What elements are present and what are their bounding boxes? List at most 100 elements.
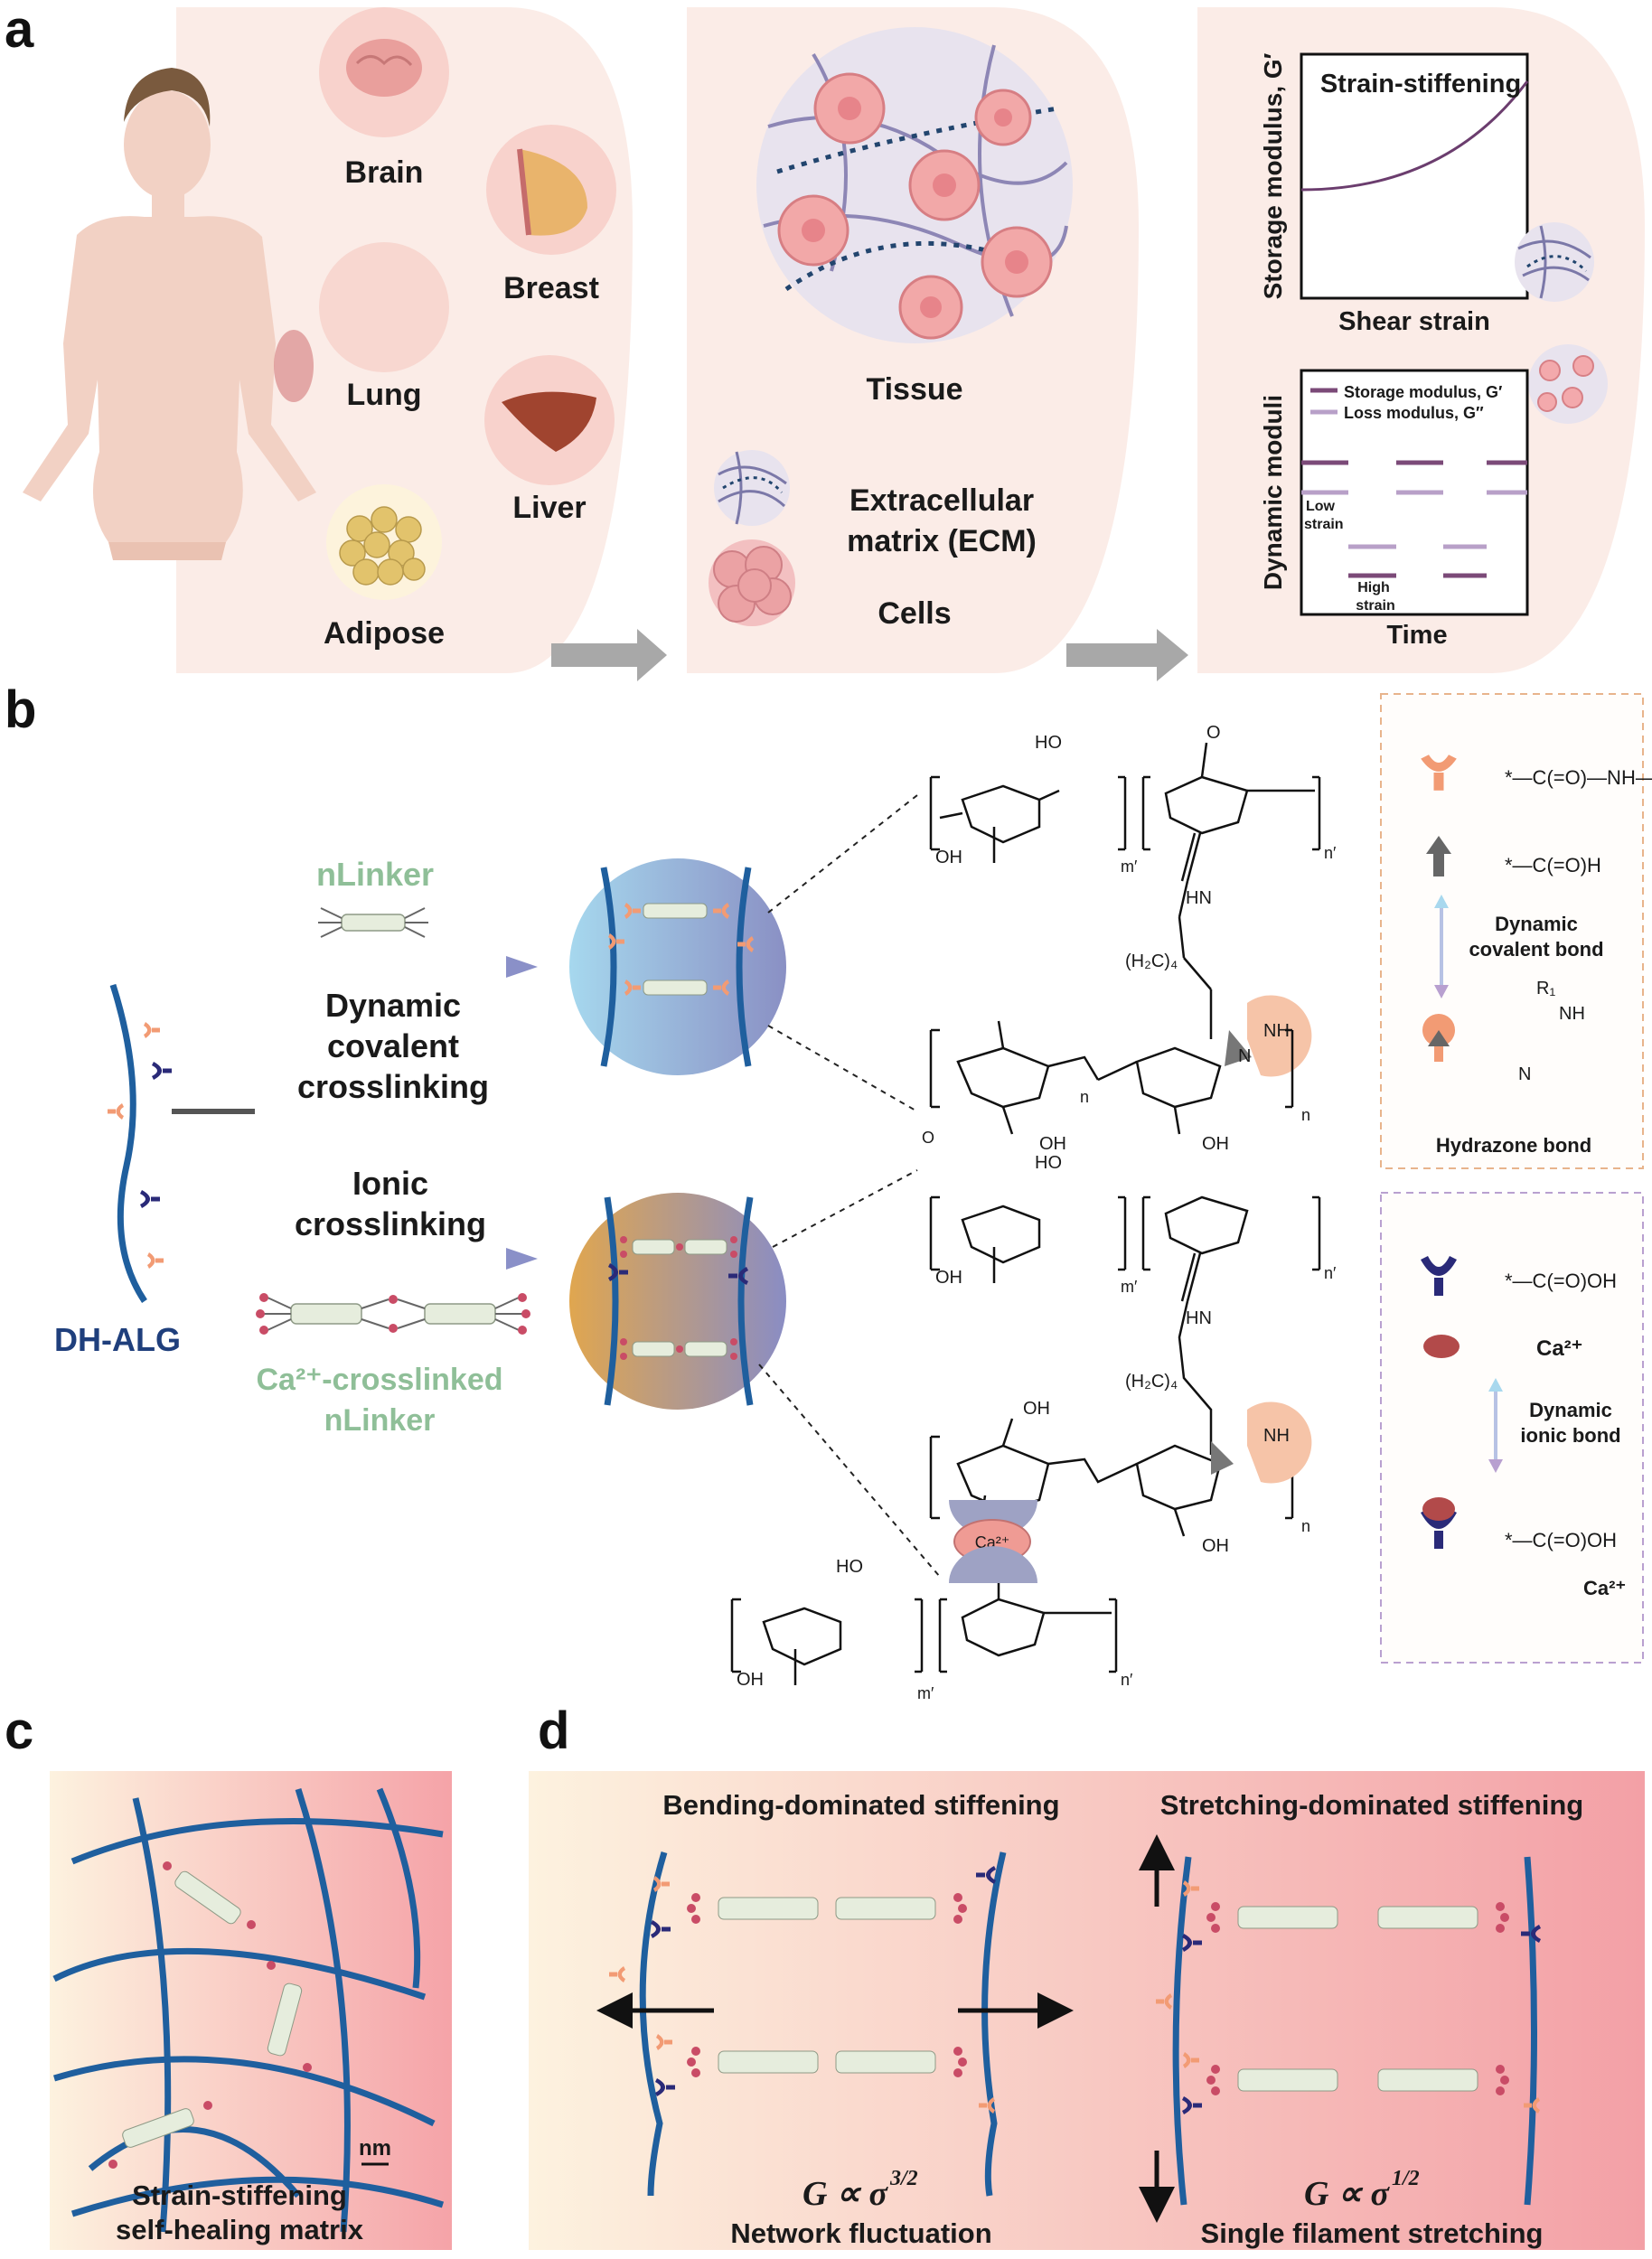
bending-formula-exp: 3/2 — [889, 2167, 918, 2190]
chem-oh-6: OH — [1202, 1536, 1229, 1556]
plot-title: Strain-stiffening — [1320, 70, 1521, 98]
ca-nlinker-label-1: Ca²⁺-crosslinked — [256, 1363, 502, 1397]
chem-nprime-1: n′ — [1324, 844, 1337, 862]
legend-dyn-cov-2: covalent bond — [1469, 938, 1603, 961]
chem-o-1: O — [1206, 723, 1221, 743]
legend-covalent-box: *—C(=O)—NH—NH₂ *—C(=O)H Dynamic covalent… — [1380, 693, 1652, 1169]
chem-oh-7: OH — [737, 1670, 764, 1690]
flow-arrow-1 — [551, 629, 667, 681]
chem-o-2: O — [922, 1129, 934, 1147]
legend-storage: Storage modulus, G′ — [1344, 383, 1502, 401]
legend-ca: Ca²⁺ — [1536, 1336, 1582, 1361]
cells-icon — [709, 539, 795, 626]
nlinker-label: nLinker — [316, 856, 434, 893]
chem-n-4: n — [1301, 1517, 1310, 1535]
panel-c-caption-2: self-healing matrix — [116, 2214, 364, 2245]
tissue-label: Tissue — [866, 372, 962, 407]
chem-mprime-3: m′ — [917, 1684, 934, 1702]
chem-oh-2: OH — [1039, 1134, 1066, 1154]
bending-formula-text: G ∝ σ — [803, 2175, 889, 2213]
bending-formula: G ∝ σ 3/2 — [803, 2167, 918, 2213]
hydrazone-highlight-1: NH N — [1225, 995, 1312, 1077]
brain-label: Brain — [345, 155, 424, 190]
chem-n-1: N — [1238, 1046, 1251, 1066]
chem-nprime-3: n′ — [1121, 1671, 1133, 1689]
hydrazone-highlight-2: NH — [1211, 1401, 1312, 1484]
chem-structure-covalent — [929, 742, 1321, 1039]
breast-label: Breast — [503, 271, 599, 305]
legend-dyn-ion-2: ionic bond — [1520, 1424, 1620, 1447]
chem-h2c4-2: (H₂C)₄ — [1125, 1372, 1178, 1392]
lung-bubble: Lung — [319, 242, 449, 412]
chem-n-3: n — [1301, 1106, 1310, 1124]
low-strain-1: Low — [1306, 499, 1336, 514]
matrix-nlinkers — [108, 1861, 312, 2169]
chem-hn-1: HN — [1186, 888, 1212, 908]
dh-alg-label: DH-ALG — [54, 1321, 181, 1358]
chem-oh-5: OH — [1023, 1399, 1050, 1419]
ca-bridge: Ca²⁺ — [949, 1500, 1037, 1583]
dynamic-moduli-plot: Storage modulus, G′ Loss modulus, G″ Low… — [1259, 369, 1529, 650]
chem-mprime-1: m′ — [1121, 858, 1138, 876]
ionic-label-1: Ionic — [352, 1165, 428, 1202]
brain-bubble: Brain — [319, 7, 449, 190]
stretching-illustration — [1139, 1834, 1541, 2223]
liver-label: Liver — [512, 491, 586, 525]
ionic-network-circle — [569, 1193, 786, 1410]
moduli-ylabel: Dynamic moduli — [1259, 395, 1287, 590]
legend-n: N — [1518, 1064, 1531, 1084]
ecm-label-2: matrix (ECM) — [847, 524, 1037, 558]
chem-ho-2: HO — [1035, 1153, 1062, 1173]
chem-oh-1: OH — [935, 848, 962, 867]
stretching-formula: G ∝ σ 1/2 — [1304, 2167, 1420, 2213]
dynamic-label-1: Dynamic — [325, 987, 461, 1024]
adipose-label: Adipose — [324, 616, 445, 651]
stretching-formula-exp: 1/2 — [1392, 2167, 1420, 2190]
moduli-xlabel: Time — [1386, 621, 1447, 650]
high-strain-1: High — [1357, 580, 1390, 595]
plot-ylabel: Storage modulus, G′ — [1259, 52, 1287, 299]
adipose-bubble: Adipose — [324, 484, 445, 651]
chem-ho-1: HO — [1035, 733, 1062, 753]
stretching-formula-text: G ∝ σ — [1304, 2175, 1391, 2213]
chem-nh-1: NH — [1263, 1021, 1290, 1041]
chem-h2c4-1: (H₂C)₄ — [1125, 951, 1178, 971]
dynamic-label-2: covalent — [327, 1027, 459, 1064]
flow-arrow-2 — [1066, 629, 1188, 681]
bending-title: Bending-dominated stiffening — [662, 1789, 1059, 1821]
panel-c-bg — [50, 1771, 452, 2250]
panel-d-bg — [529, 1771, 1645, 2250]
legend-ionic-box: *—C(=O)OH Ca²⁺ Dynamic ionic bond *—C(=O… — [1380, 1192, 1644, 1664]
stretching-title: Stretching-dominated stiffening — [1160, 1789, 1583, 1821]
chem-nh-2: NH — [1263, 1426, 1290, 1446]
breast-bubble: Breast — [486, 125, 616, 305]
high-strain-2: strain — [1356, 598, 1395, 614]
matrix-network — [52, 1787, 445, 2233]
cells-label: Cells — [878, 596, 951, 631]
chem-oh-3: OH — [1202, 1134, 1229, 1154]
chem-mprime-2: m′ — [1121, 1278, 1138, 1296]
dh-alg-strand — [108, 983, 172, 1303]
ca-nlinker-label-2: nLinker — [324, 1403, 436, 1438]
covalent-network-circle — [569, 858, 786, 1075]
scale-label: nm — [359, 2136, 391, 2161]
strain-stiffening-plot: Strain-stiffening Shear strain Storage m… — [1259, 52, 1529, 336]
plot-xlabel: Shear strain — [1338, 307, 1490, 336]
legend-dyn-cov-1: Dynamic — [1495, 913, 1578, 935]
chem-structure-covalent-lower — [929, 1020, 1294, 1135]
legend-loss: Loss modulus, G″ — [1344, 404, 1484, 422]
chem-ho-3: HO — [836, 1557, 863, 1577]
panel-label-a: a — [5, 0, 34, 59]
stretching-caption: Single filament stretching — [1201, 2217, 1544, 2249]
legend-hydrazone: Hydrazone bond — [1436, 1134, 1591, 1157]
zoom-lines — [758, 794, 941, 1578]
panel-label-c: c — [5, 1701, 33, 1760]
legend-r1: R₁ — [1536, 979, 1555, 998]
legend-ca-2: Ca²⁺ — [1583, 1577, 1626, 1599]
branch-arrow-top — [506, 956, 538, 978]
nlinker-icon — [318, 907, 428, 938]
tissue-illustration — [756, 27, 1073, 343]
chem-structure-ionic — [929, 1195, 1321, 1537]
bending-illustration — [596, 1851, 1074, 2197]
